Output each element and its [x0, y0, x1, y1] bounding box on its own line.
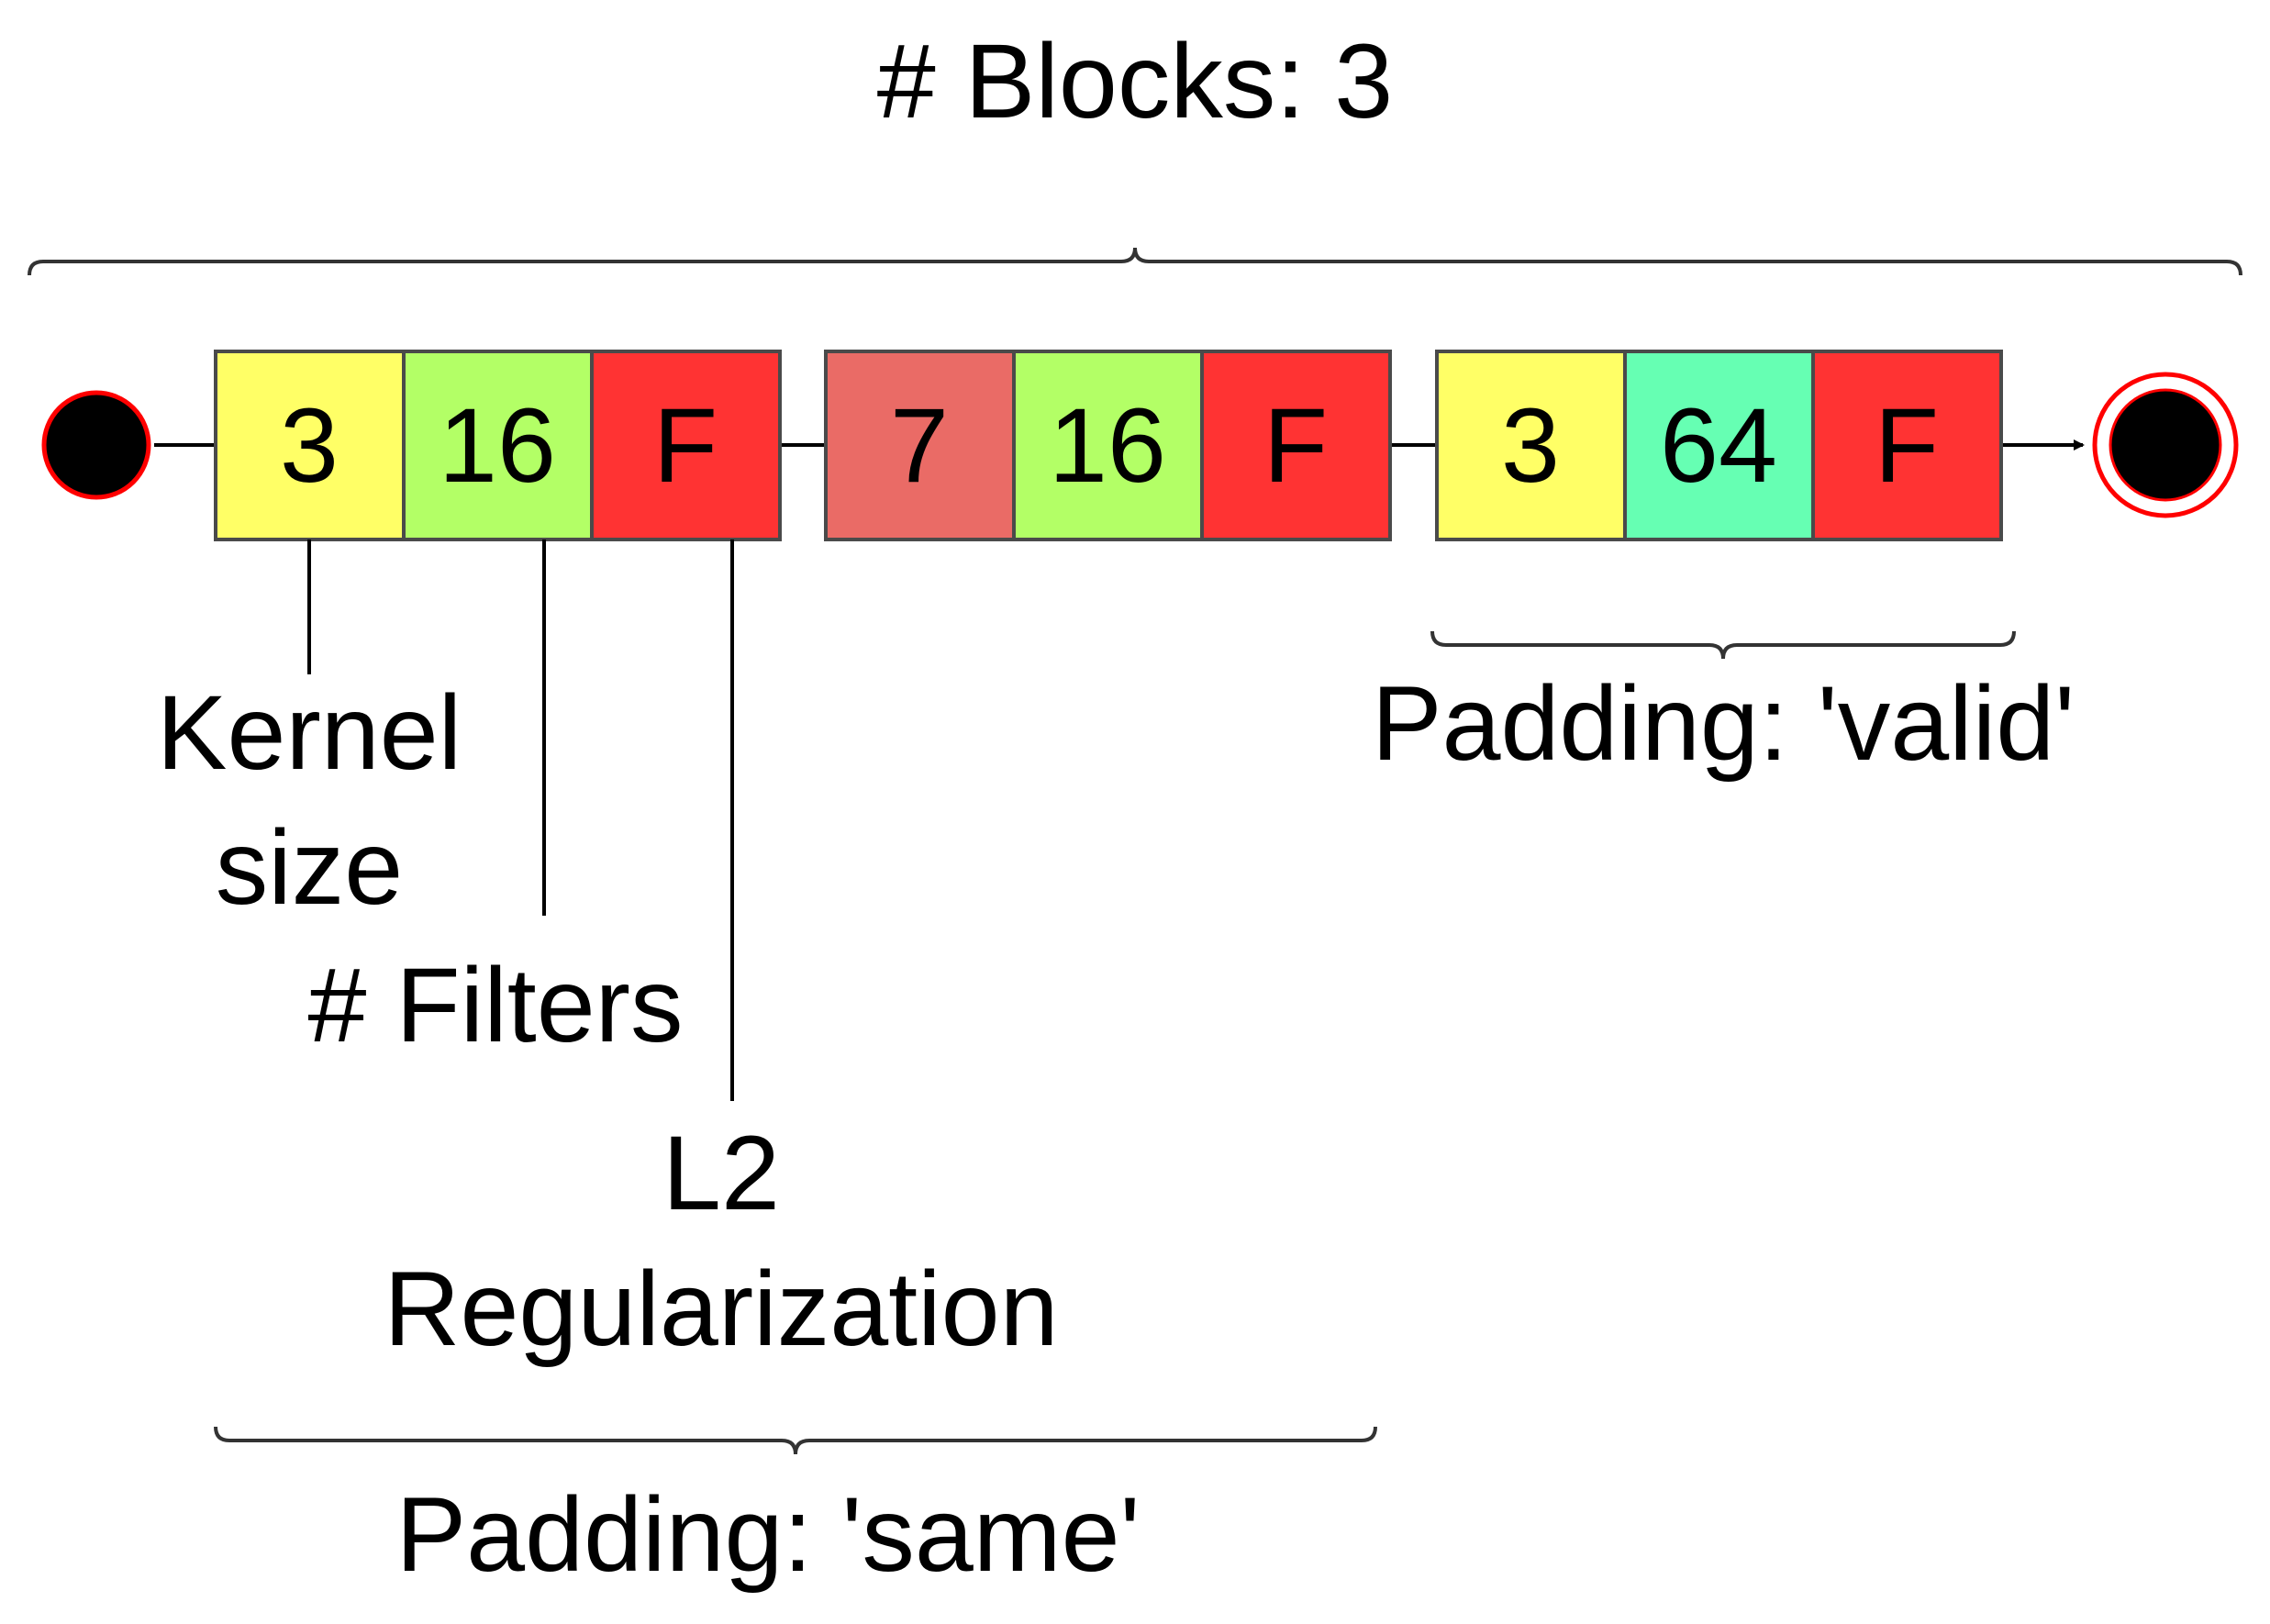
start-node	[41, 390, 151, 500]
l2-label-line2: Regularization	[384, 1251, 1058, 1368]
block-2-kernel-value: 7	[890, 387, 949, 505]
kernel-size-label-line1: Kernel	[157, 674, 462, 792]
block-3-l2-value: F	[1875, 387, 1939, 505]
block-2: 7 16 F	[824, 350, 1392, 541]
padding-same-label: Padding: 'same'	[395, 1476, 1140, 1594]
padding-valid-label: Padding: 'valid'	[1372, 665, 2075, 783]
block-3: 3 64 F	[1435, 350, 2003, 541]
padding-same-brace	[214, 1426, 1377, 1455]
block-2-l2-value: F	[1263, 387, 1328, 505]
blocks-brace	[28, 247, 2242, 276]
block-2-filters-cell	[1012, 350, 1204, 541]
padding-valid-brace	[1430, 630, 2016, 660]
block-3-filters-value: 64	[1660, 387, 1777, 505]
block-3-l2-cell	[1811, 350, 2003, 541]
block-1-l2-value: F	[653, 387, 718, 505]
l2-label-line1: L2	[662, 1115, 780, 1232]
blocks-count-title: # Blocks: 3	[877, 23, 1393, 140]
block-1-filters-value: 16	[439, 387, 556, 505]
block-3-filters-cell	[1623, 350, 1815, 541]
end-node	[2109, 388, 2222, 502]
block-1: 3 16 F	[214, 350, 782, 541]
filters-label: # Filters	[308, 947, 684, 1064]
block-1-filters-cell	[402, 350, 594, 541]
block-2-filters-value: 16	[1049, 387, 1166, 505]
block-3-kernel-value: 3	[1501, 387, 1560, 505]
block-1-kernel-cell	[214, 350, 406, 541]
block-1-l2-cell	[590, 350, 782, 541]
end-node-ring	[2092, 372, 2239, 518]
kernel-size-label-line2: size	[216, 809, 404, 927]
block-2-l2-cell	[1200, 350, 1392, 541]
block-1-kernel-value: 3	[280, 387, 339, 505]
